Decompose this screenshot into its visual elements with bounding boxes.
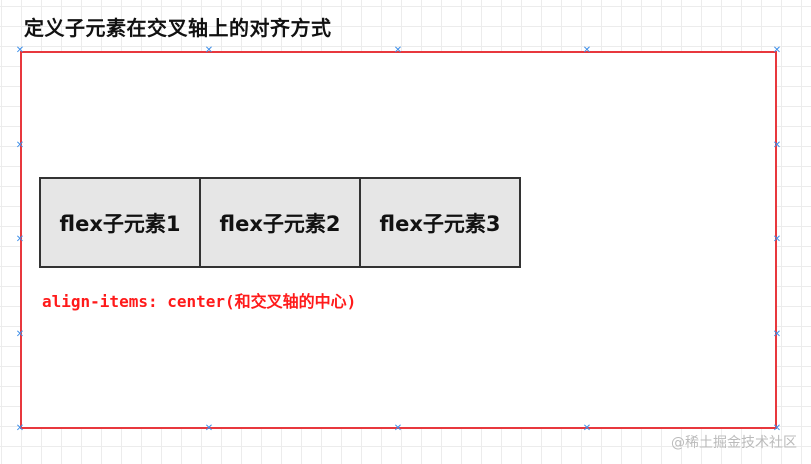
x-mark-icon[interactable]: ✕ [15,45,25,56]
x-mark-icon[interactable]: ✕ [393,45,403,56]
watermark: @稀土掘金技术社区 [671,435,797,451]
x-mark-icon[interactable]: ✕ [393,423,403,434]
x-mark-icon[interactable]: ✕ [772,140,782,151]
x-mark-icon[interactable]: ✕ [582,423,592,434]
x-mark-icon[interactable]: ✕ [772,45,782,56]
flex-item-1[interactable]: flex子元素1 [39,177,201,268]
align-items-note: align-items: center(和交叉轴的中心) [42,292,357,311]
diagram-title: 定义子元素在交叉轴上的对齐方式 [24,16,332,40]
flex-item-2[interactable]: flex子元素2 [199,177,361,268]
flex-items-row: flex子元素1 flex子元素2 flex子元素3 [39,177,521,268]
flex-item-3[interactable]: flex子元素3 [359,177,521,268]
x-mark-icon[interactable]: ✕ [15,423,25,434]
x-mark-icon[interactable]: ✕ [772,423,782,434]
x-mark-icon[interactable]: ✕ [582,45,592,56]
x-mark-icon[interactable]: ✕ [204,423,214,434]
x-mark-icon[interactable]: ✕ [15,234,25,245]
x-mark-icon[interactable]: ✕ [772,329,782,340]
x-mark-icon[interactable]: ✕ [15,329,25,340]
x-mark-icon[interactable]: ✕ [15,140,25,151]
x-mark-icon[interactable]: ✕ [204,45,214,56]
x-mark-icon[interactable]: ✕ [772,234,782,245]
